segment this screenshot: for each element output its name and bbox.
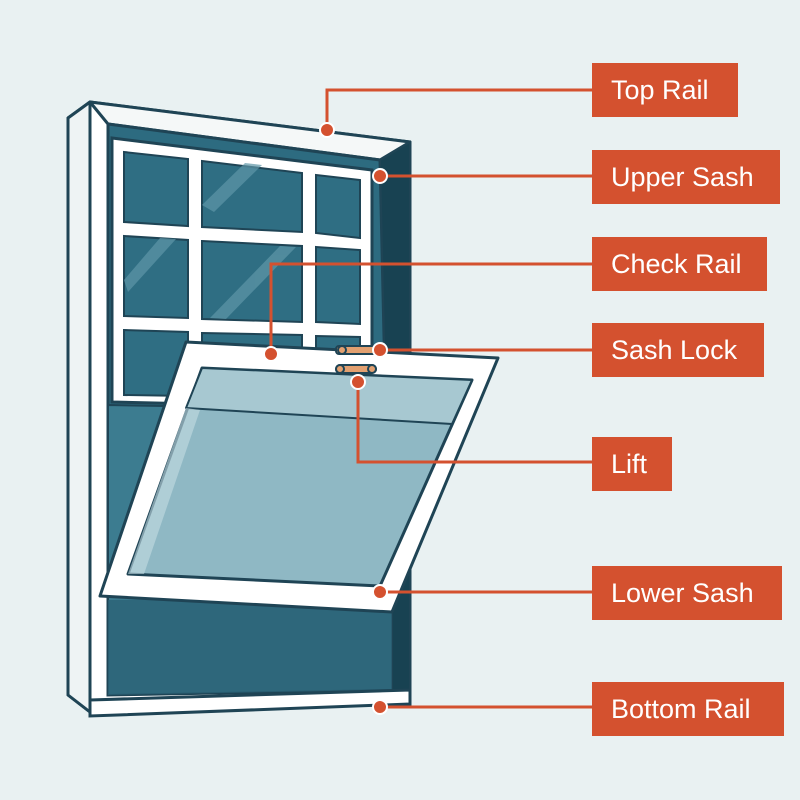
leader-lines xyxy=(269,88,598,709)
label-bottom-rail: Bottom Rail xyxy=(592,682,784,736)
label-lower-sash: Lower Sash xyxy=(592,566,782,620)
label-top-rail: Top Rail xyxy=(592,63,738,117)
label-lift: Lift xyxy=(592,437,672,491)
label-check-rail: Check Rail xyxy=(592,237,767,291)
lower-sash xyxy=(98,340,500,614)
label-sash-lock: Sash Lock xyxy=(592,323,764,377)
bottom-rail-shape xyxy=(88,688,412,718)
label-upper-sash: Upper Sash xyxy=(592,150,780,204)
leader-dots xyxy=(263,122,388,715)
lift-hardware xyxy=(335,364,377,374)
lower-glass-shade xyxy=(108,598,392,695)
